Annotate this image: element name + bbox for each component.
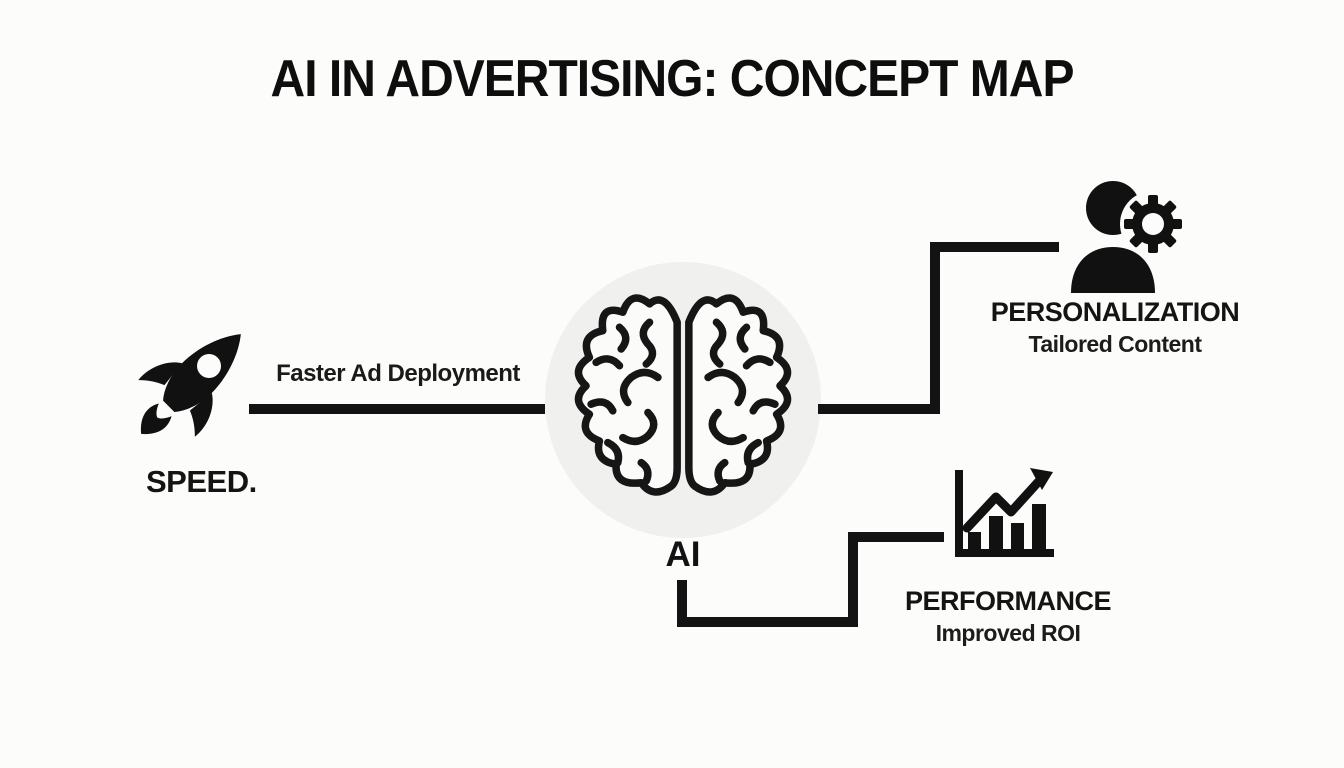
connector-speed: [249, 404, 545, 414]
personalization-sublabel: Tailored Content: [1028, 331, 1202, 358]
performance-sublabel: Improved ROI: [935, 620, 1081, 647]
connector-performance-h2: [848, 532, 944, 542]
personalization-label: PERSONALIZATION: [990, 297, 1240, 327]
ai-node-label: AI: [665, 535, 701, 574]
speed-node-label: SPEED.: [146, 464, 257, 499]
connector-performance-h1: [677, 617, 858, 627]
connector-personalization-h1: [818, 404, 940, 414]
connector-personalization-v: [930, 242, 940, 414]
brain-icon: [574, 294, 792, 496]
edge-label-faster-ad-deployment: Faster Ad Deployment: [276, 360, 520, 387]
performance-label: PERFORMANCE: [904, 586, 1112, 616]
performance-node: PERFORMANCE Improved ROI: [858, 584, 1158, 649]
personalization-node: PERSONALIZATION Tailored Content: [965, 295, 1265, 360]
connector-personalization-h2: [930, 242, 1059, 252]
connector-performance-v2: [848, 532, 858, 627]
user-gear-icon: [1063, 177, 1186, 293]
page-title: AI IN ADVERTISING: CONCEPT MAP: [270, 50, 1075, 109]
growth-chart-icon: [950, 466, 1060, 562]
rocket-icon: [138, 316, 252, 456]
connector-performance-v1: [677, 580, 687, 627]
ai-node-circle: [545, 262, 821, 538]
